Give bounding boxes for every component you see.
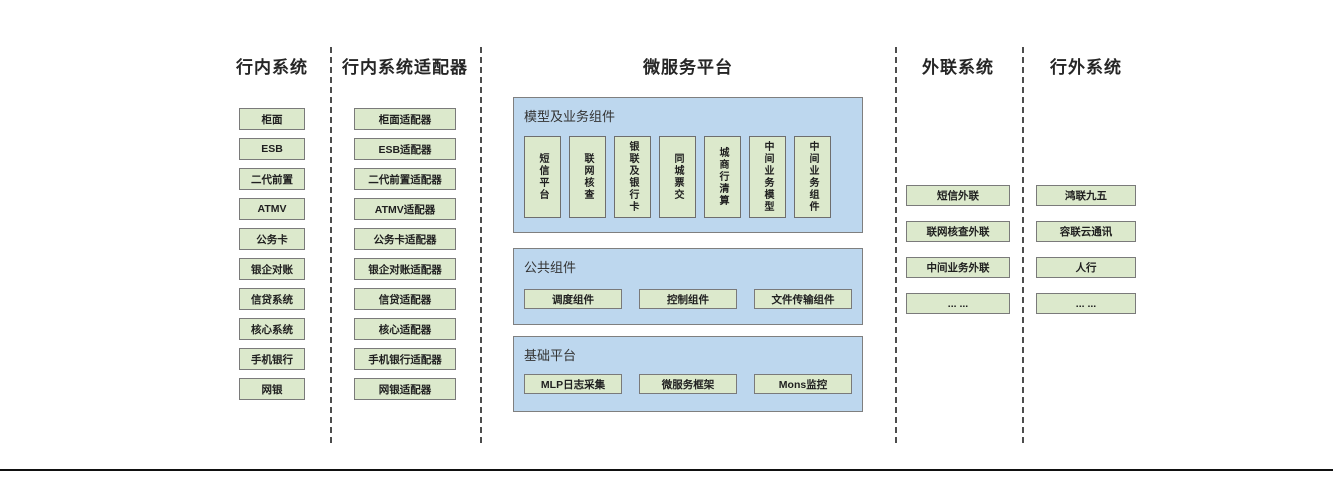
out-of-bank-system-box: ... ... — [1036, 293, 1136, 314]
component-box-vertical: 短信平台 — [524, 136, 561, 218]
system-box: 银企对账 — [239, 258, 305, 280]
component-box-vertical: 中间业务组件 — [794, 136, 831, 218]
panel-common-components: 公共组件 调度组件控制组件文件传输组件 — [513, 248, 863, 325]
system-box: 网银 — [239, 378, 305, 400]
component-box: 调度组件 — [524, 289, 622, 309]
in-bank-adapters-list: 柜面适配器 ESB适配器二代前置适配器 ATMV适配器公务卡适配器银企对账适配器信贷… — [342, 108, 468, 400]
out-of-bank-system-box: 容联云通讯 — [1036, 221, 1136, 242]
external-link-systems-list: 短信外联联网核查外联中间业务外联 ... ... — [904, 185, 1012, 314]
component-box-vertical: 城商行清算 — [704, 136, 741, 218]
dashed-separator-3 — [895, 47, 897, 443]
adapter-box: 信贷适配器 — [354, 288, 456, 310]
system-box: ATMV — [239, 198, 305, 220]
external-link-box: 联网核查外联 — [906, 221, 1010, 242]
system-box: 核心系统 — [239, 318, 305, 340]
external-link-box: 短信外联 — [906, 185, 1010, 206]
panel-label-base-platform: 基础平台 — [524, 348, 577, 363]
system-box: 信贷系统 — [239, 288, 305, 310]
system-box: 二代前置 — [239, 168, 305, 190]
component-box: Mons监控 — [754, 374, 852, 394]
column-title-microservice-platform: 微服务平台 — [643, 58, 733, 77]
component-box-vertical: 中间业务模型 — [749, 136, 786, 218]
adapter-box: 网银适配器 — [354, 378, 456, 400]
out-of-bank-systems-list: 鸿联九五容联云通讯人行 ... ... — [1034, 185, 1138, 314]
component-box: 控制组件 — [639, 289, 737, 309]
column-title-in-bank-systems: 行内系统 — [236, 58, 308, 77]
dashed-separator-4 — [1022, 47, 1024, 443]
model-business-components-row: 短信平台联网核查银联及银行卡同城票交城商行清算中间业务模型中间业务组件 — [524, 136, 831, 218]
system-box: 柜面 — [239, 108, 305, 130]
panel-model-business-components: 模型及业务组件 短信平台联网核查银联及银行卡同城票交城商行清算中间业务模型中间业… — [513, 97, 863, 233]
adapter-box: 核心适配器 — [354, 318, 456, 340]
panel-base-platform: 基础平台 MLP日志采集微服务框架 Mons监控 — [513, 336, 863, 412]
adapter-box: 银企对账适配器 — [354, 258, 456, 280]
panel-label-common-components: 公共组件 — [524, 260, 577, 275]
adapter-box: 手机银行适配器 — [354, 348, 456, 370]
dashed-separator-1 — [330, 47, 332, 443]
adapter-box: 公务卡适配器 — [354, 228, 456, 250]
bottom-rule — [0, 469, 1333, 471]
external-link-box: ... ... — [906, 293, 1010, 314]
component-box: 微服务框架 — [639, 374, 737, 394]
out-of-bank-system-box: 鸿联九五 — [1036, 185, 1136, 206]
adapter-box: 柜面适配器 — [354, 108, 456, 130]
column-external-link-systems: 外联系统 短信外联联网核查外联中间业务外联 ... ... — [904, 45, 1012, 314]
external-link-box: 中间业务外联 — [906, 257, 1010, 278]
column-microservice-platform: 微服务平台 模型及业务组件 短信平台联网核查银联及银行卡同城票交城商行清算中间业… — [513, 45, 863, 412]
column-title-in-bank-adapters: 行内系统适配器 — [342, 58, 468, 77]
component-box: MLP日志采集 — [524, 374, 622, 394]
adapter-box: ATMV适配器 — [354, 198, 456, 220]
system-box: 公务卡 — [239, 228, 305, 250]
component-box: 文件传输组件 — [754, 289, 852, 309]
common-components-row: 调度组件控制组件文件传输组件 — [524, 289, 852, 309]
column-title-out-of-bank-systems: 行外系统 — [1050, 58, 1122, 77]
system-box: ESB — [239, 138, 305, 160]
column-in-bank-systems: 行内系统 柜面 ESB 二代前置 ATMV 公务卡银企对账信贷系统核心系统手机银行网银 — [220, 45, 324, 400]
column-title-external-link-systems: 外联系统 — [922, 58, 994, 77]
component-box-vertical: 同城票交 — [659, 136, 696, 218]
component-box-vertical: 联网核查 — [569, 136, 606, 218]
adapter-box: 二代前置适配器 — [354, 168, 456, 190]
base-platform-row: MLP日志采集微服务框架 Mons监控 — [524, 374, 852, 394]
adapter-box: ESB适配器 — [354, 138, 456, 160]
dashed-separator-2 — [480, 47, 482, 443]
panel-label-model-business: 模型及业务组件 — [524, 109, 616, 124]
column-in-bank-adapters: 行内系统适配器 柜面适配器 ESB适配器二代前置适配器 ATMV适配器公务卡适配器银… — [342, 45, 468, 400]
out-of-bank-system-box: 人行 — [1036, 257, 1136, 278]
column-out-of-bank-systems: 行外系统 鸿联九五容联云通讯人行 ... ... — [1034, 45, 1138, 314]
system-box: 手机银行 — [239, 348, 305, 370]
component-box-vertical: 银联及银行卡 — [614, 136, 651, 218]
in-bank-systems-list: 柜面 ESB 二代前置 ATMV 公务卡银企对账信贷系统核心系统手机银行网银 — [220, 108, 324, 400]
